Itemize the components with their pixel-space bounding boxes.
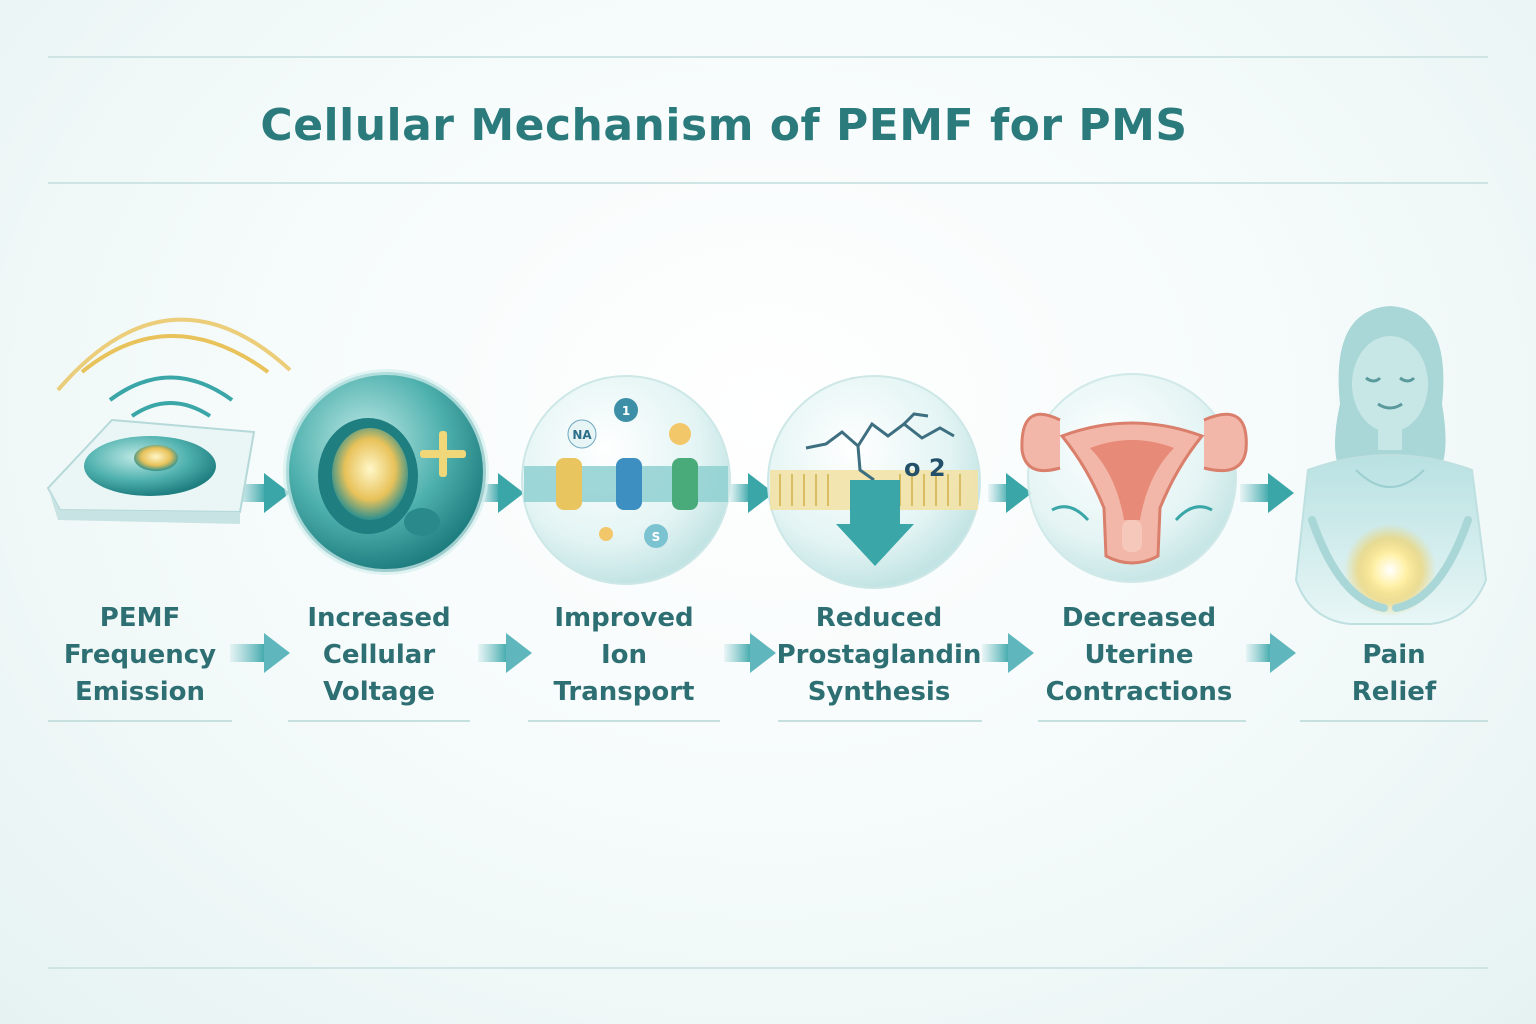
top-divider [48, 56, 1488, 58]
step-6-line-1: Pain [1362, 640, 1426, 670]
upper-arrow-3 [728, 473, 774, 513]
step-3-line-3: Transport [553, 677, 695, 707]
step-label-uterine-contractions: Decreased Uterine Contractions [1032, 600, 1246, 722]
lower-arrow-4 [982, 633, 1034, 673]
charged-cell-icon [283, 369, 489, 575]
ion-label-na: NA [572, 428, 592, 442]
step-6-line-2: Relief [1351, 677, 1437, 707]
step-label-ion-transport: Improved Ion Transport [528, 600, 720, 722]
step-5-line-3: Contractions [1045, 677, 1233, 707]
pemf-device-icon [46, 317, 292, 524]
ion-label-1: 1 [622, 404, 630, 418]
step-5-line-2: Uterine [1084, 640, 1194, 670]
upper-arrow-5 [1240, 473, 1294, 513]
step-2-line-1: Increased [307, 603, 451, 633]
bottom-divider [48, 967, 1488, 969]
page-title: Cellular Mechanism of PEMF for PMS [260, 100, 1188, 151]
step-1-underline [48, 720, 232, 722]
step-6-underline [1300, 720, 1488, 722]
step-4-line-3: Synthesis [807, 677, 951, 707]
step-label-cellular-voltage: Increased Cellular Voltage [288, 600, 470, 722]
step-3-underline [528, 720, 720, 722]
step-2-underline [288, 720, 470, 722]
ion-channel-icon [521, 375, 731, 585]
relieved-woman-icon [1294, 306, 1488, 625]
lower-arrow-2 [478, 633, 532, 673]
lower-arrow-1 [230, 633, 290, 673]
step-label-pemf-emission: PEMF Frequency Emission [48, 600, 232, 722]
step-3-line-2: Ion [600, 640, 648, 670]
step-2-line-2: Cellular [322, 640, 436, 670]
prostaglandin-molecule-icon [767, 375, 981, 589]
step-4-underline [778, 720, 982, 722]
step-4-line-2: Prostaglandin [776, 640, 982, 670]
upper-arrow-4 [988, 473, 1032, 513]
step-3-line-1: Improved [554, 603, 694, 633]
step-4-line-1: Reduced [815, 603, 943, 633]
lower-arrow-3 [724, 633, 776, 673]
uterus-icon [1020, 373, 1248, 583]
lower-arrow-5 [1246, 633, 1296, 673]
step-label-pain-relief: Pain Relief [1300, 637, 1488, 722]
ion-label-s: S [652, 530, 661, 544]
title-divider [48, 182, 1488, 184]
step-1-line-2: Frequency [63, 640, 217, 670]
step-1-line-3: Emission [75, 677, 205, 707]
step-5-underline [1038, 720, 1246, 722]
step-label-prostaglandin: Reduced Prostaglandin Synthesis [772, 600, 986, 722]
step-5-line-1: Decreased [1061, 603, 1217, 633]
molecule-label: o 2 [904, 454, 946, 482]
step-1-line-1: PEMF [99, 603, 181, 633]
step-2-line-3: Voltage [323, 677, 435, 707]
